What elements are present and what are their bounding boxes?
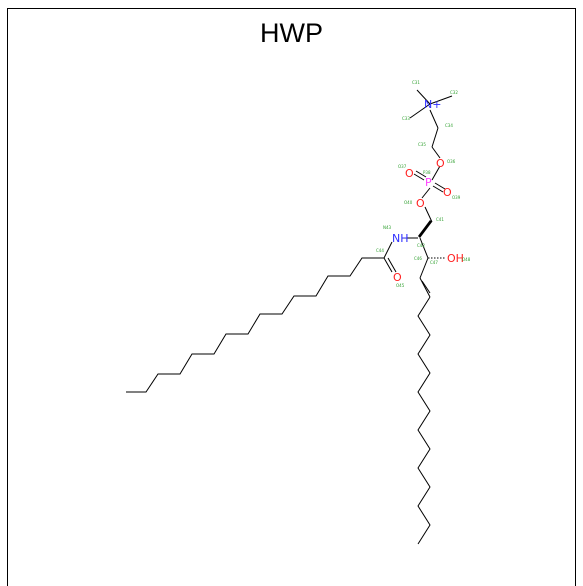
atom-label-o45: O45 [396,283,405,288]
figure-frame [7,8,576,586]
atom-label-p38: P38 [423,170,431,175]
oh-atom: OH [447,252,464,265]
atom-label-c32: C32 [450,90,458,95]
atom-label-o37: O37 [398,164,407,169]
amide-o-atom: O [393,271,402,284]
o4-atom: O [416,197,425,210]
atom-label-c46: C46 [414,256,422,261]
atom-name-labels: C31 C32 C33 C34 C35 O36 O37 P38 O39 O40 … [376,80,471,288]
o3-atom: O [443,186,452,199]
n-plus-atom: N+ [424,98,441,111]
atom-label-o40: O40 [404,200,413,205]
atom-label-c31: C31 [412,80,420,85]
atom-label-n43: N43 [383,225,392,230]
nh-atom: NH [392,232,409,245]
atom-label-c35: C35 [418,142,426,147]
phosphate-group [413,165,446,223]
o1-atom: O [436,157,445,170]
atom-label-c41: C41 [436,217,444,222]
atom-label-c47: C47 [430,260,438,265]
atom-label-c44: C44 [376,248,384,253]
sphingosine-backbone [402,220,446,545]
atom-label-o36: O36 [447,159,456,164]
acyl-chain [126,241,397,393]
atom-label-o48: O48 [462,257,471,262]
atom-label-o39: O39 [452,195,461,200]
p-atom: P [425,176,432,189]
atom-label-c42: C42 [417,243,425,248]
o2-atom: O [405,167,414,180]
atom-label-c33: C33 [402,116,410,121]
atom-label-c34: C34 [445,123,453,128]
choline-headgroup [409,89,453,159]
figure-title: HWP [260,18,323,48]
